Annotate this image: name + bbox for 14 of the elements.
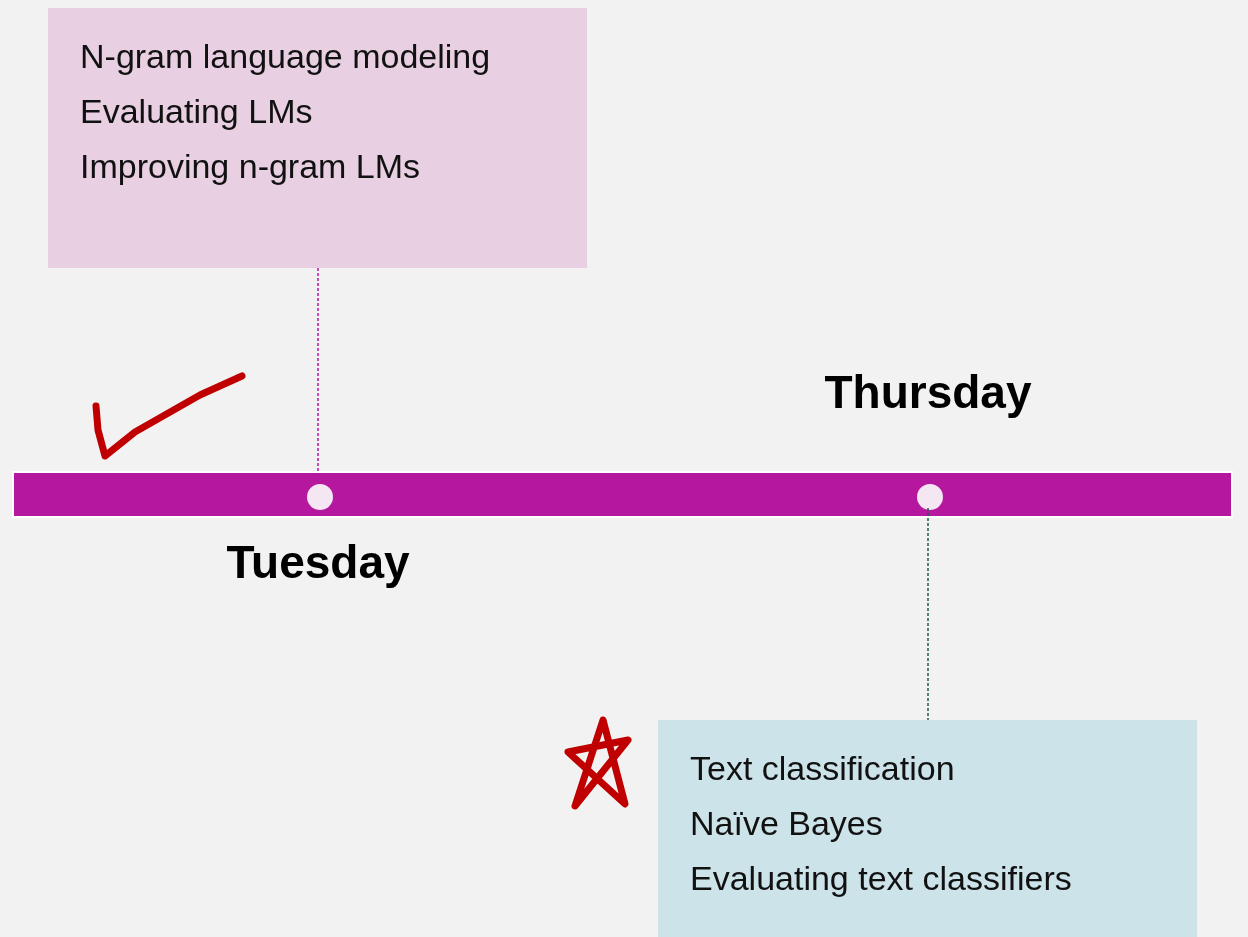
topic-text: Evaluating LMs [80,93,313,130]
timeline-dot [307,484,333,510]
topic-text: Improving n-gram LMs [80,148,421,185]
day-label: Thursday [824,365,1032,419]
topic-box [48,8,587,268]
topic-text: Naïve Bayes [690,805,883,842]
timeline-bar [12,471,1233,518]
topic-box [658,720,1197,937]
topic-text: Evaluating text classifiers [690,860,1072,897]
topic-text: N-gram language modeling [80,38,491,75]
topic-text: Text classification [690,750,955,787]
timeline-dot [917,484,943,510]
connector-line [927,507,929,721]
day-label: Tuesday [226,535,410,589]
